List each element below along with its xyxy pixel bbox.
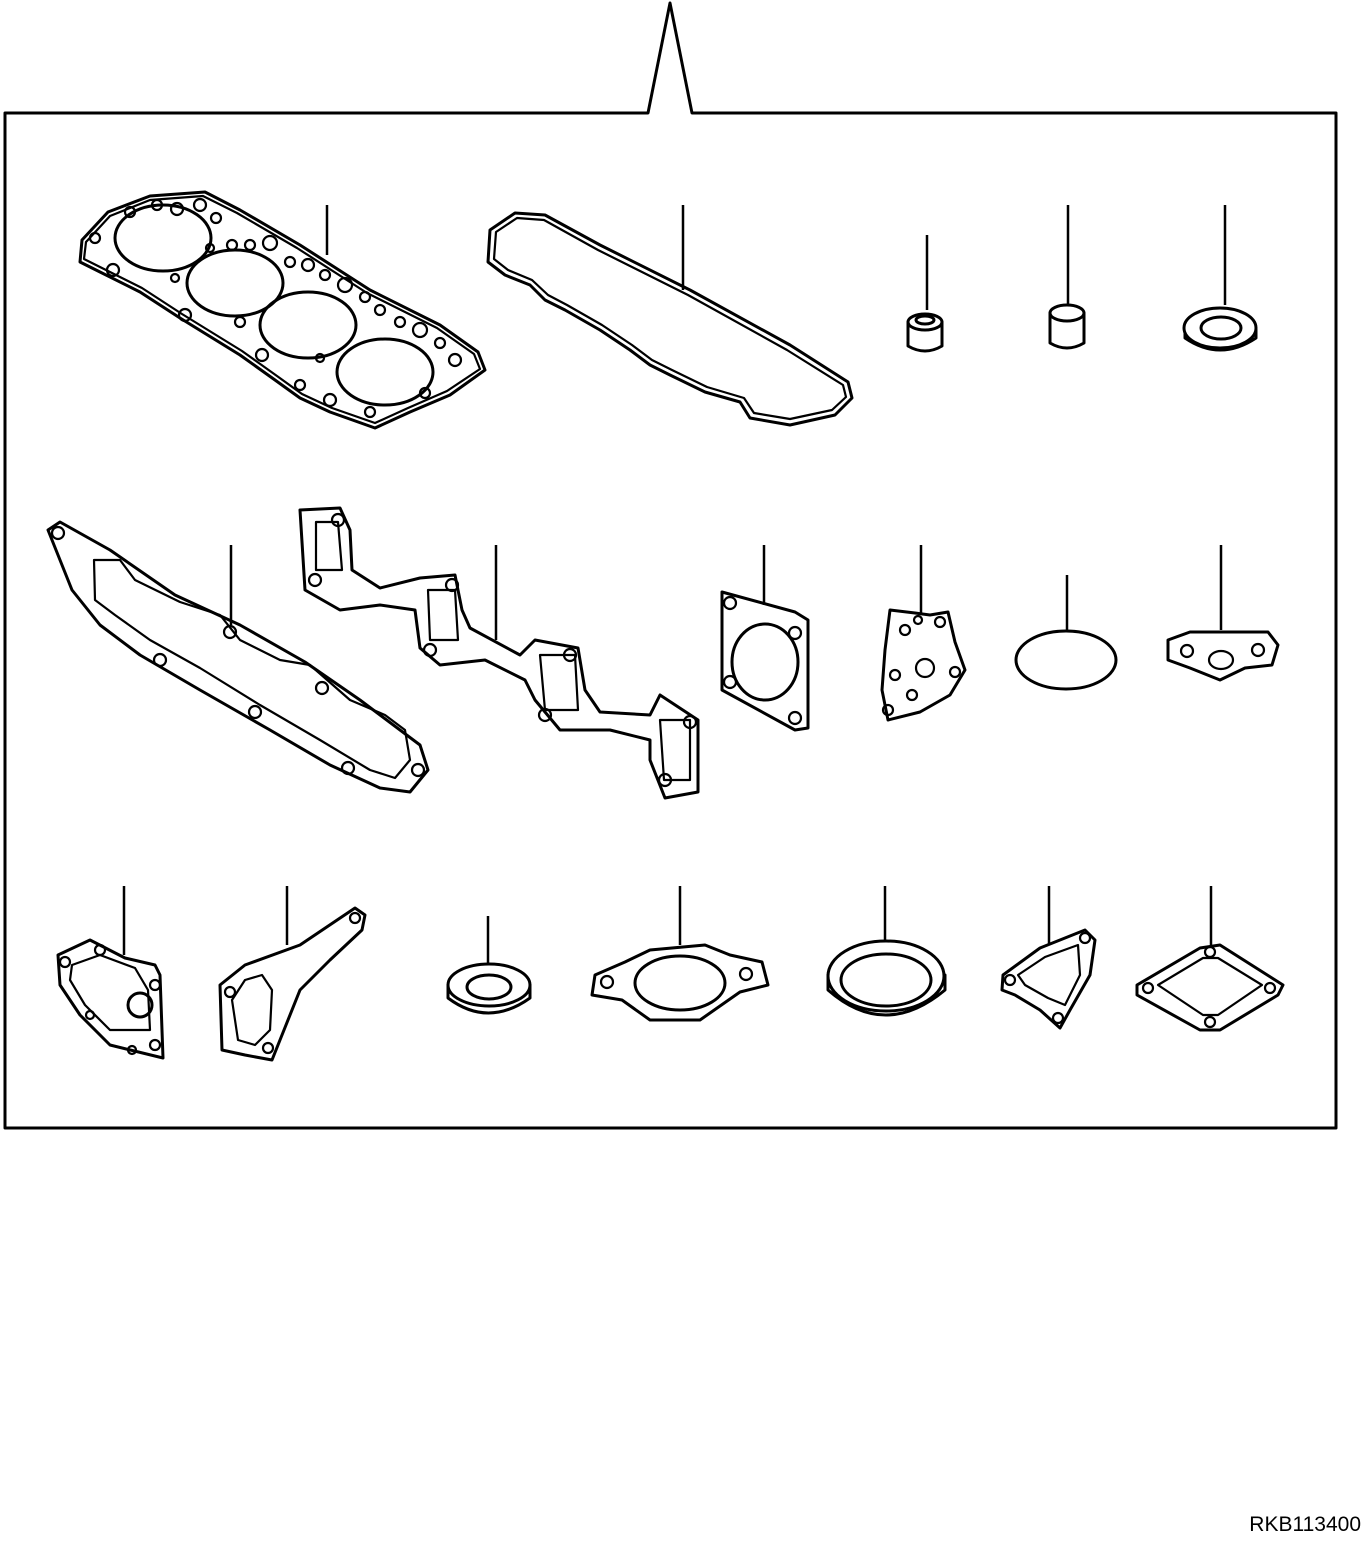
thick-washer <box>446 916 532 1015</box>
exhaust-manifold-gasket <box>298 506 700 800</box>
intake-manifold-gasket <box>46 520 430 794</box>
rocker-cover-gasket <box>486 205 854 427</box>
thermostat-housing-gasket <box>880 545 967 722</box>
water-pump-gasket <box>56 886 165 1060</box>
outlet-flange-gasket <box>590 886 770 1022</box>
timing-cover-gasket <box>218 886 367 1062</box>
small-cover-gasket <box>1000 886 1097 1030</box>
oil-pipe-flange-gasket <box>1166 545 1280 682</box>
flat-seal-ring <box>826 886 947 1017</box>
plug-bushing <box>1048 205 1086 350</box>
valve-stem-seal <box>906 235 944 353</box>
diamond-cover-gasket <box>1135 886 1285 1032</box>
callout-frame <box>3 1 1338 1130</box>
figure-code-label: RKB113400 <box>1249 1513 1361 1536</box>
o-ring <box>1014 575 1118 691</box>
oil-seal-ring <box>1182 205 1258 352</box>
cylinder-head-gasket <box>78 190 487 430</box>
throttle-body-gasket <box>720 545 810 732</box>
